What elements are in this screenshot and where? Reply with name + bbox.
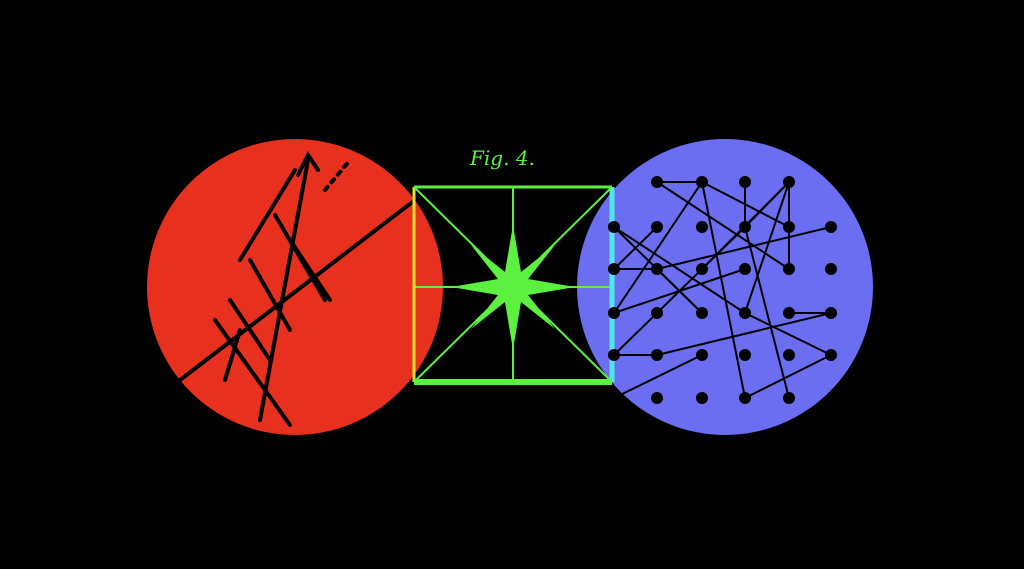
network-dot bbox=[739, 263, 751, 275]
network-dot bbox=[696, 263, 708, 275]
network-dot bbox=[783, 307, 795, 319]
network-dot bbox=[608, 349, 620, 361]
network-dot bbox=[651, 263, 663, 275]
network-dot bbox=[825, 307, 837, 319]
network-dot bbox=[651, 349, 663, 361]
network-dot bbox=[651, 307, 663, 319]
network-dot bbox=[608, 307, 620, 319]
network-dot bbox=[739, 392, 751, 404]
network-dot bbox=[783, 176, 795, 188]
network-edge bbox=[613, 226, 658, 270]
network-dot bbox=[783, 263, 795, 275]
network-edge bbox=[656, 226, 832, 270]
network-dot bbox=[651, 221, 663, 233]
network-dot bbox=[608, 263, 620, 275]
network-dot bbox=[783, 392, 795, 404]
network-dot bbox=[783, 349, 795, 361]
network-dot bbox=[696, 176, 708, 188]
network-edge bbox=[744, 226, 790, 399]
blue-circle bbox=[577, 139, 873, 435]
network-dot bbox=[696, 307, 708, 319]
network-edge bbox=[656, 312, 832, 356]
network-dot bbox=[825, 263, 837, 275]
network-dot bbox=[696, 221, 708, 233]
network-dot bbox=[651, 392, 663, 404]
network-edge bbox=[701, 181, 746, 399]
network-dot bbox=[739, 221, 751, 233]
figure-caption: Fig. 4. bbox=[469, 146, 535, 170]
network-dot bbox=[696, 349, 708, 361]
network-edge bbox=[613, 226, 746, 356]
network-edge bbox=[613, 354, 703, 399]
network-dot bbox=[783, 221, 795, 233]
network-dot bbox=[825, 221, 837, 233]
network-dot bbox=[739, 349, 751, 361]
network-dot bbox=[739, 176, 751, 188]
network-edge bbox=[744, 312, 832, 356]
blue-circle-dot-network bbox=[613, 181, 832, 399]
red-circle-ink-drawing bbox=[178, 151, 417, 427]
network-edge bbox=[744, 181, 790, 314]
network-edge bbox=[744, 354, 832, 399]
network-edge bbox=[613, 226, 746, 314]
network-dot bbox=[651, 176, 663, 188]
network-dot bbox=[739, 307, 751, 319]
network-edge bbox=[613, 181, 703, 314]
network-edge bbox=[656, 181, 790, 270]
network-dot bbox=[608, 221, 620, 233]
red-circle bbox=[147, 139, 443, 435]
red-circle-group bbox=[147, 139, 443, 435]
network-dot bbox=[696, 392, 708, 404]
eight-point-star bbox=[451, 225, 575, 350]
network-dot bbox=[825, 349, 837, 361]
blue-circle-dots bbox=[608, 176, 837, 404]
